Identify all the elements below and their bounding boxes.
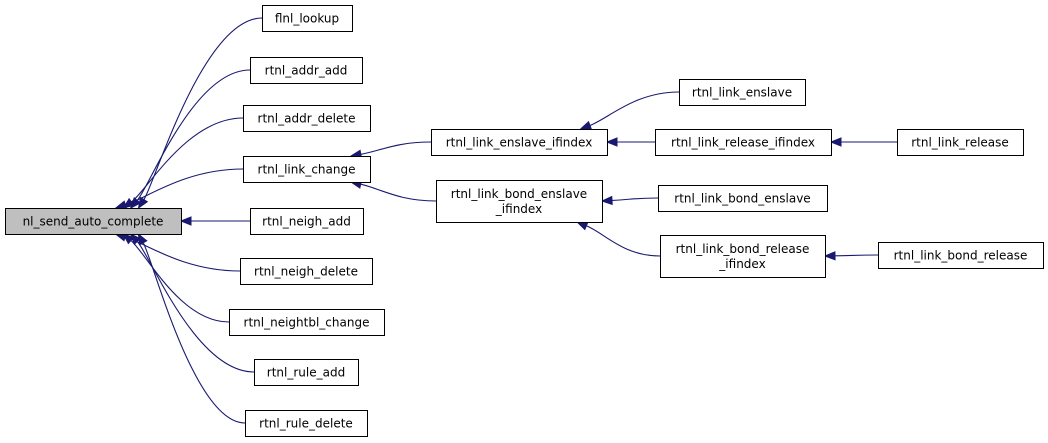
edge-rtnl_link_bond_enslave_ifindex-to-rtnl_link_change — [349, 179, 437, 202]
edge-rtnl_link_enslave-to-rtnl_link_enslave_ifindex — [579, 91, 680, 130]
node-rtnl-link-change[interactable]: rtnl_link_change — [243, 156, 371, 183]
node-box — [245, 410, 368, 437]
node-label: flnl_lookup — [275, 12, 339, 26]
node-label: _ifindex — [718, 257, 765, 271]
node-label: rtnl_neigh_delete — [254, 265, 358, 279]
node-rtnl-link-bond-release-ifindex[interactable]: rtnl_link_bond_release_ifindex — [660, 235, 826, 278]
node-rtnl-link-bond-enslave-ifindex[interactable]: rtnl_link_bond_enslave_ifindex — [436, 180, 603, 223]
node-label: rtnl_link_bond_enslave — [451, 187, 587, 201]
edge-rtnl_link_release_ifindex-to-rtnl_link_enslave_ifindex — [605, 137, 655, 147]
node-rtnl-neigh-add[interactable]: rtnl_neigh_add — [250, 208, 364, 235]
node-rtnl-addr-add[interactable]: rtnl_addr_add — [250, 57, 363, 84]
node-label: _ifindex — [495, 202, 542, 216]
node-box — [660, 235, 826, 278]
edge-rtnl_link_release-to-rtnl_link_release_ifindex — [829, 137, 897, 147]
node-box — [897, 129, 1024, 156]
node-label: rtnl_link_release_ifindex — [671, 136, 815, 150]
node-rtnl-rule-delete[interactable]: rtnl_rule_delete — [245, 410, 368, 437]
node-box — [254, 359, 359, 386]
node-rtnl-addr-delete[interactable]: rtnl_addr_delete — [243, 105, 371, 132]
edge-rtnl_link_bond_release-to-rtnl_link_bond_release_ifindex — [823, 251, 879, 261]
edge-rtnl_neightbl_change-to-nl_send_auto_complete — [122, 233, 230, 323]
node-box — [243, 156, 371, 183]
edge-rtnl_link_bond_enslave-to-rtnl_link_bond_enslave_ifindex — [600, 195, 659, 206]
node-label: rtnl_rule_add — [267, 366, 345, 380]
node-rtnl-link-release[interactable]: rtnl_link_release — [897, 129, 1024, 156]
node-label: rtnl_link_bond_enslave — [674, 192, 810, 206]
node-label: rtnl_link_enslave — [692, 86, 792, 100]
node-box — [243, 105, 371, 132]
nodes-layer: nl_send_auto_complete flnl_lookup rtnl_add… — [5, 5, 1044, 437]
node-rtnl-rule-add[interactable]: rtnl_rule_add — [254, 359, 359, 386]
edges-layer — [114, 17, 897, 424]
node-label: nl_send_auto_complete — [23, 215, 164, 229]
node-box — [250, 57, 363, 84]
node-box — [240, 258, 373, 285]
node-box — [250, 208, 364, 235]
node-rtnl-neightbl-change[interactable]: rtnl_neightbl_change — [229, 309, 385, 336]
edge-rtnl_rule_delete-to-nl_send_auto_complete — [137, 232, 246, 424]
edge-rtnl_neigh_add-to-nl_send_auto_complete — [179, 216, 250, 226]
node-rtnl-neigh-delete[interactable]: rtnl_neigh_delete — [240, 258, 373, 285]
node-label: rtnl_neightbl_change — [244, 316, 370, 330]
node-label: rtnl_link_bond_release — [894, 249, 1028, 263]
node-box — [262, 5, 353, 32]
node-box — [878, 242, 1044, 269]
node-label: rtnl_addr_add — [265, 64, 348, 78]
node-label: rtnl_rule_delete — [259, 417, 353, 431]
node-label: rtnl_link_change — [258, 163, 356, 177]
node-label: rtnl_link_bond_release — [676, 242, 810, 256]
node-rtnl-link-release-ifindex[interactable]: rtnl_link_release_ifindex — [655, 129, 832, 156]
edge-rtnl_link_bond_release_ifindex-to-rtnl_link_bond_enslave_ifindex — [575, 221, 661, 257]
edge-rtnl_link_enslave_ifindex-to-rtnl_link_change — [349, 141, 432, 159]
node-box — [658, 185, 828, 212]
node-rtnl-link-bond-release[interactable]: rtnl_link_bond_release — [878, 242, 1044, 269]
node-label: rtnl_addr_delete — [258, 112, 356, 126]
node-box — [436, 180, 603, 223]
edge-rtnl_rule_add-to-nl_send_auto_complete — [129, 232, 255, 373]
node-box — [655, 129, 832, 156]
node-rtnl-link-enslave[interactable]: rtnl_link_enslave — [679, 79, 806, 106]
node-box — [679, 79, 806, 106]
node-rtnl-link-bond-enslave[interactable]: rtnl_link_bond_enslave — [658, 185, 828, 212]
node-label: rtnl_link_enslave_ifindex — [446, 136, 593, 150]
node-rtnl-link-enslave-ifindex[interactable]: rtnl_link_enslave_ifindex — [431, 129, 608, 156]
node-nl-send-auto-complete[interactable]: nl_send_auto_complete — [5, 208, 182, 235]
node-box — [5, 208, 182, 235]
node-label: rtnl_neigh_add — [262, 215, 351, 229]
node-flnl-lookup[interactable]: flnl_lookup — [262, 5, 353, 32]
node-box — [431, 129, 608, 156]
node-box — [229, 309, 385, 336]
node-label: rtnl_link_release — [911, 136, 1009, 150]
